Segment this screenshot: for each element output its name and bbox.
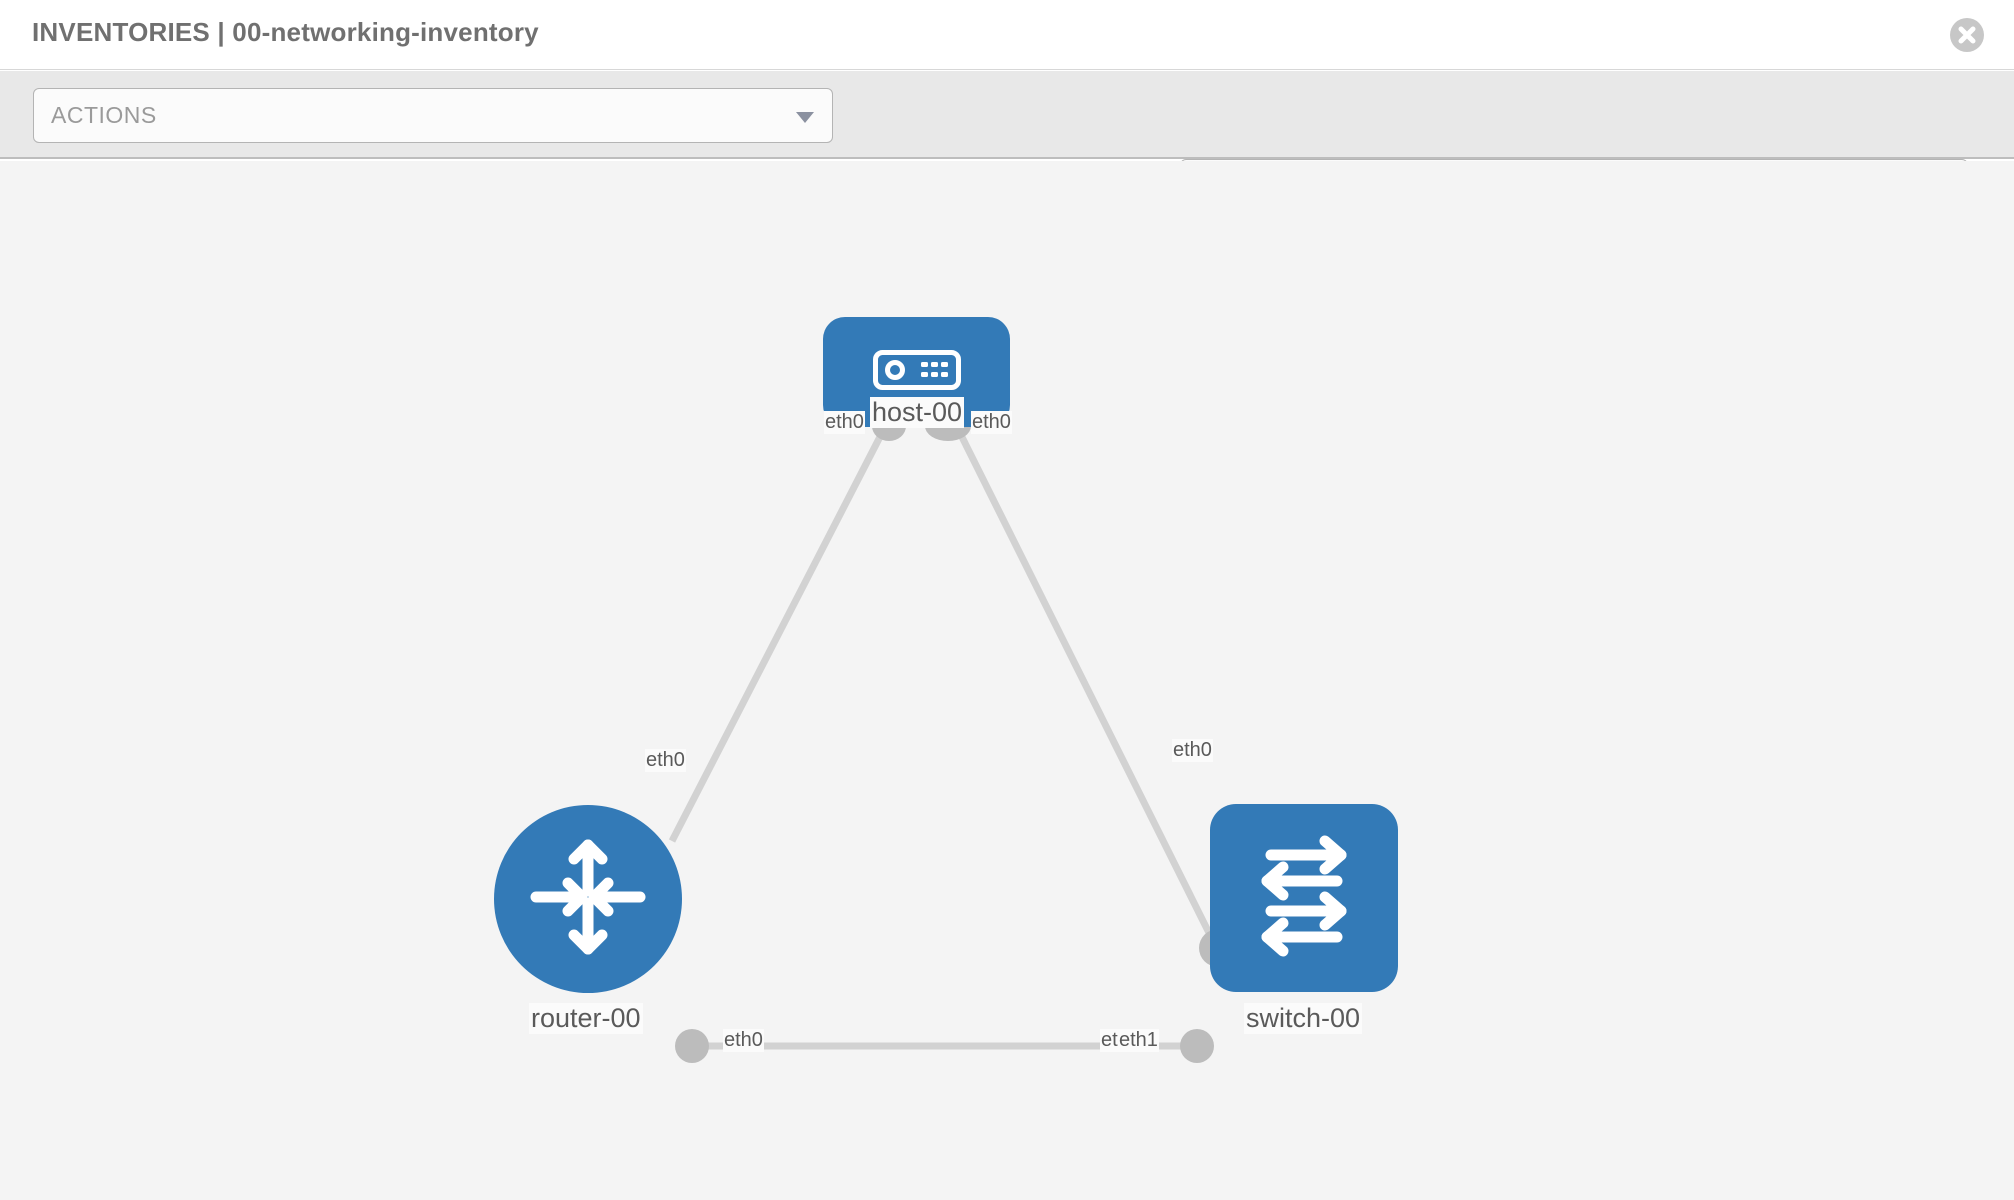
node-label-router-00: router-00 [529,1003,643,1034]
port-label-router-right: eth0 [723,1029,764,1052]
close-icon[interactable] [1950,18,1984,52]
port-label-router-uplink: eth0 [645,749,686,772]
actions-dropdown[interactable]: ACTIONS [33,88,833,143]
page-header: INVENTORIES | 00-networking-inventory [0,0,2014,70]
node-switch-00[interactable] [1210,804,1398,992]
switch-icon [1241,833,1367,964]
port-label-host-left: eth0 [824,411,865,434]
server-icon [872,349,961,395]
port-label-switch-left-eth1: eth1 [1118,1029,1159,1052]
connector-router-eth0[interactable] [675,1029,709,1063]
router-icon [524,833,652,966]
toolbar: ACTIONS SEARCH [0,71,2014,214]
connector-switch-eth1[interactable] [1180,1029,1214,1063]
node-label-switch-00: switch-00 [1244,1003,1363,1034]
page-title: INVENTORIES | 00-networking-inventory [32,17,539,47]
link-host-router [668,427,888,843]
port-label-host-right: eth0 [971,411,1012,434]
chevron-down-icon [796,112,814,123]
node-label-host-00: host-00 [870,397,965,428]
topology-canvas[interactable]: host-00 [0,161,2014,1200]
port-label-switch-uplink: eth0 [1172,739,1213,762]
node-router-00[interactable] [494,805,682,993]
actions-dropdown-label: ACTIONS [51,102,157,128]
topology-links [668,427,1222,1050]
link-host-switch [954,427,1222,953]
